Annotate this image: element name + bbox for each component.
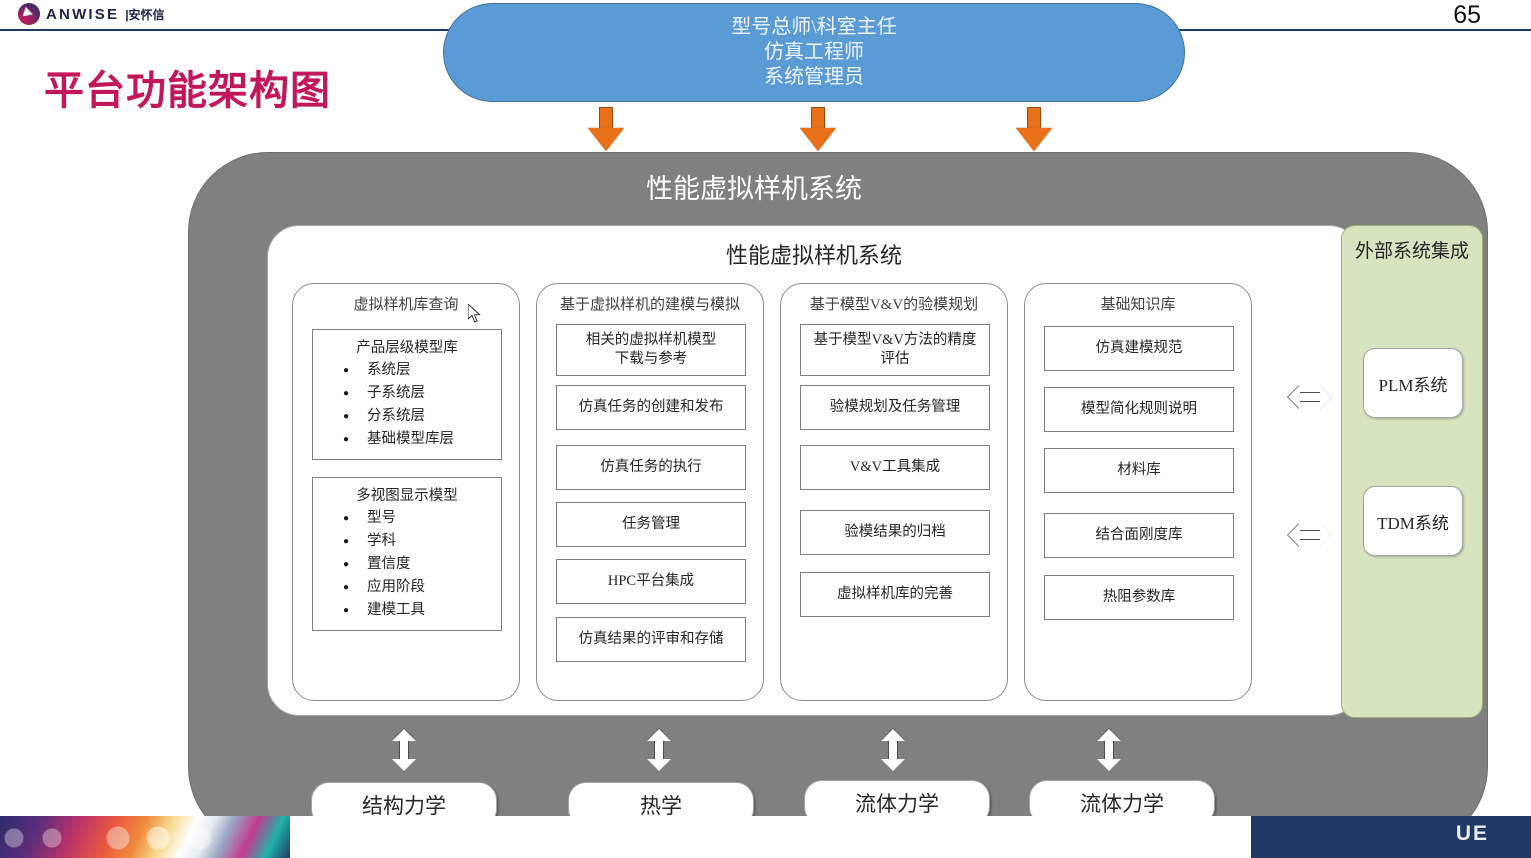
- double-arrow-vertical-icon-4: [1097, 729, 1121, 771]
- list-box-multiview-model[interactable]: 多视图显示模型 型号 学科 置信度 应用阶段 建模工具: [312, 477, 502, 631]
- anwise-logo: ANWISE |安怀信: [18, 3, 165, 25]
- item-box[interactable]: 验模结果的归档: [800, 510, 990, 555]
- white-panel-title: 性能虚拟样机系统: [725, 243, 902, 268]
- role-line-2: 仿真工程师: [764, 41, 864, 63]
- role-line-1: 型号总师\科室主任: [731, 16, 897, 38]
- item-box[interactable]: 结合面刚度库: [1044, 513, 1234, 558]
- taskbar-brand-area: UE: [1251, 816, 1531, 858]
- item-box[interactable]: 验模规划及任务管理: [800, 385, 990, 430]
- taskbar-brand-mark: UE: [1455, 822, 1489, 845]
- taskbar-wallpaper-strip[interactable]: [0, 816, 290, 858]
- list-item[interactable]: 型号: [343, 507, 497, 530]
- gray-panel-title: 性能虚拟样机系统: [646, 174, 862, 204]
- item-box[interactable]: V&V工具集成: [800, 445, 990, 490]
- logo-wordmark-cn: |安怀信: [125, 7, 165, 22]
- list-item[interactable]: 建模工具: [343, 599, 497, 622]
- down-arrow-icon-3: [1016, 107, 1052, 151]
- role-line-3: 系统管理员: [764, 66, 864, 88]
- external-systems-panel: 外部系统集成 PLM系统 TDM系统: [1341, 225, 1483, 718]
- discipline-pill-fluid-2[interactable]: 流体力学: [1029, 780, 1215, 825]
- double-arrow-horizontal-icon-1: [1288, 385, 1332, 409]
- item-box[interactable]: 热阻参数库: [1044, 575, 1234, 620]
- item-box[interactable]: 虚拟样机库的完善: [800, 572, 990, 617]
- list-item[interactable]: 分系统层: [343, 405, 497, 428]
- column-title: 基于模型V&V的验模规划: [809, 297, 979, 313]
- function-column-knowledge[interactable]: 基础知识库 仿真建模规范 模型简化规则说明 材料库 结合面刚度库 热阻参数库: [1024, 283, 1252, 701]
- column-title: 基础知识库: [1100, 297, 1176, 313]
- double-arrow-horizontal-icon-2: [1288, 523, 1332, 547]
- list-item[interactable]: 子系统层: [343, 382, 497, 405]
- item-box[interactable]: HPC平台集成: [556, 559, 746, 604]
- down-arrow-icon-1: [588, 107, 624, 151]
- column-title: 虚拟样机库查询: [353, 297, 459, 313]
- double-arrow-vertical-icon-2: [647, 729, 671, 771]
- taskbar: UE: [0, 816, 1531, 858]
- function-column-vv[interactable]: 基于模型V&V的验模规划 基于模型V&V方法的精度 评估 验模规划及任务管理 V…: [780, 283, 1008, 701]
- double-arrow-vertical-icon-1: [392, 729, 416, 771]
- page-number: 65: [1453, 1, 1481, 29]
- list-box-product-hierarchy[interactable]: 产品层级模型库 系统层 子系统层 分系统层 基础模型库层: [312, 329, 502, 460]
- list-item[interactable]: 置信度: [343, 553, 497, 576]
- column-title: 基于虚拟样机的建模与模拟: [559, 297, 740, 313]
- list-item[interactable]: 系统层: [343, 359, 497, 382]
- item-box[interactable]: 任务管理: [556, 502, 746, 547]
- item-box[interactable]: 材料库: [1044, 448, 1234, 493]
- taskbar-middle: [290, 816, 1251, 858]
- anwise-logo-icon: [18, 3, 40, 25]
- item-box[interactable]: 模型简化规则说明: [1044, 387, 1234, 432]
- list-item[interactable]: 应用阶段: [343, 576, 497, 599]
- item-box[interactable]: 相关的虚拟样机模型 下载与参考: [556, 324, 746, 376]
- mouse-pointer-icon: [468, 304, 481, 323]
- function-column-query[interactable]: 虚拟样机库查询 产品层级模型库 系统层 子系统层 分系统层 基础模型库层 多视图…: [292, 283, 520, 701]
- item-box[interactable]: 基于模型V&V方法的精度 评估: [800, 324, 990, 376]
- list-item[interactable]: 学科: [343, 530, 497, 553]
- item-box[interactable]: 仿真任务的执行: [556, 445, 746, 490]
- role-banner: 型号总师\科室主任 仿真工程师 系统管理员: [443, 3, 1185, 102]
- logo-wordmark: ANWISE: [46, 5, 120, 23]
- list-item[interactable]: 基础模型库层: [343, 428, 497, 451]
- item-box[interactable]: 仿真建模规范: [1044, 326, 1234, 371]
- platform-gray-panel: 性能虚拟样机系统 性能虚拟样机系统 虚拟样机库查询 产品层级模型库 系统层 子系…: [188, 152, 1488, 847]
- item-box[interactable]: 仿真任务的创建和发布: [556, 385, 746, 430]
- down-arrow-icon-2: [800, 107, 836, 151]
- function-column-modeling[interactable]: 基于虚拟样机的建模与模拟 相关的虚拟样机模型 下载与参考 仿真任务的创建和发布 …: [536, 283, 764, 701]
- list-box-head: 多视图显示模型: [356, 488, 458, 504]
- item-box[interactable]: 仿真结果的评审和存储: [556, 617, 746, 662]
- external-systems-title: 外部系统集成: [1354, 241, 1469, 262]
- external-system-plm[interactable]: PLM系统: [1363, 348, 1463, 418]
- double-arrow-vertical-icon-3: [881, 729, 905, 771]
- external-system-tdm[interactable]: TDM系统: [1363, 486, 1463, 556]
- page-title: 平台功能架构图: [44, 69, 331, 113]
- list-box-head: 产品层级模型库: [356, 340, 458, 356]
- system-white-panel: 性能虚拟样机系统 虚拟样机库查询 产品层级模型库 系统层 子系统层 分系统层 基…: [267, 225, 1361, 716]
